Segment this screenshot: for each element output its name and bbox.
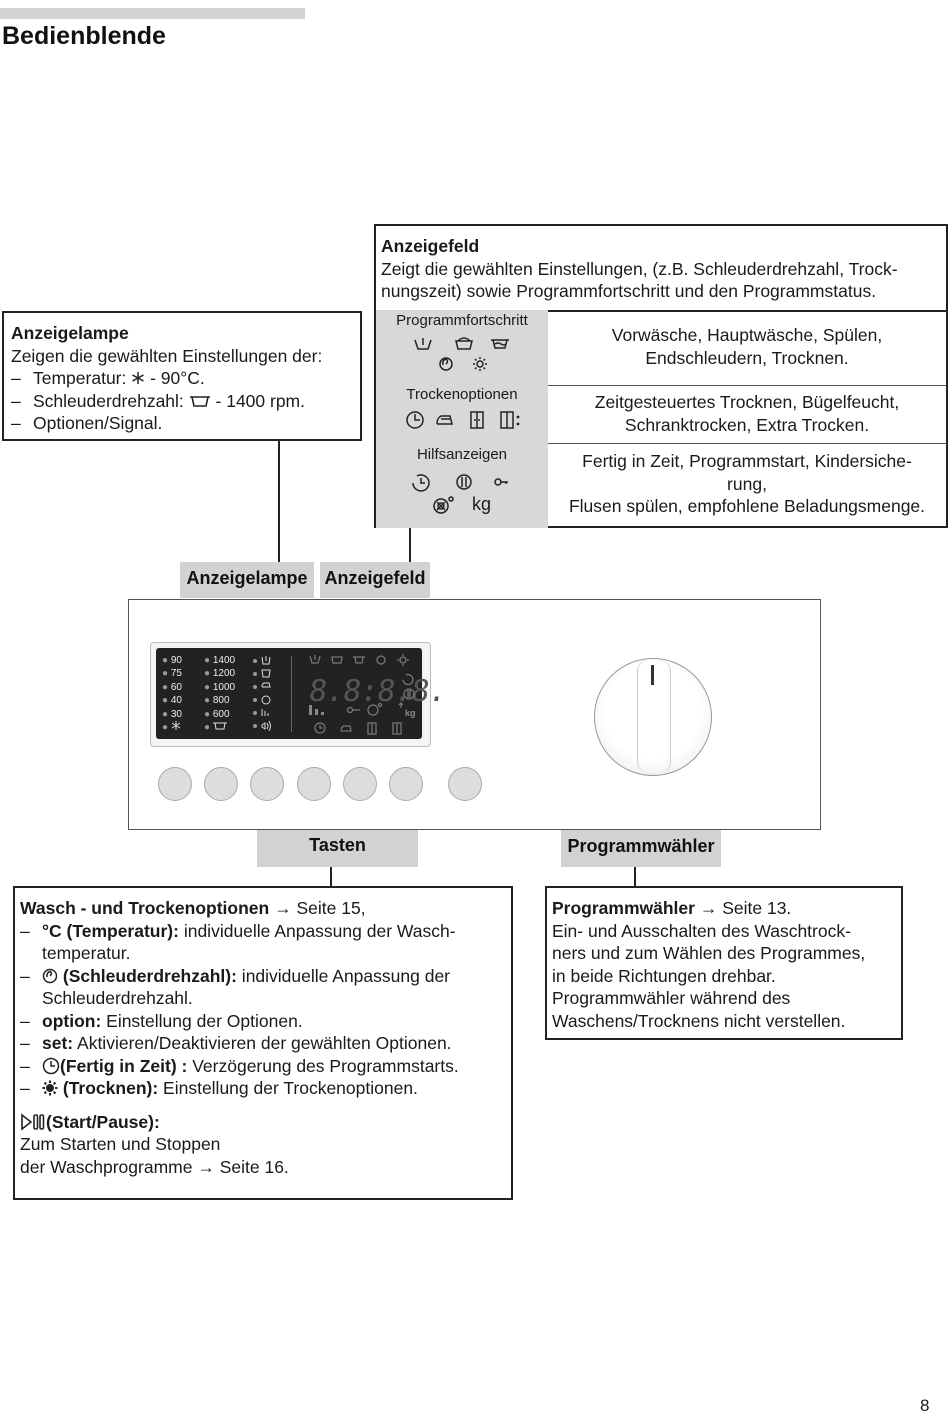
programmwaehler-line: Ein- und Ausschalten des Waschtrock- xyxy=(552,920,851,941)
anzeigefeld-callout-title: Anzeigefeld xyxy=(381,236,480,256)
header-bar xyxy=(0,8,305,19)
arrow-icon: → xyxy=(274,898,292,918)
connector-programmwaehler xyxy=(634,867,636,887)
option-spin-cont: Schleuderdrehzahl. xyxy=(42,988,193,1008)
programmwaehler-line: ners und zum Wählen des Programmes, xyxy=(552,943,866,963)
option-temperature-cont: temperatur. xyxy=(42,943,131,963)
cold-led-icon xyxy=(171,721,181,731)
program-start-icon xyxy=(456,474,472,490)
spin-speed-button[interactable] xyxy=(204,767,238,801)
iron-dry-icon xyxy=(436,415,453,425)
arrow-icon: → xyxy=(699,898,718,918)
optionen-title: Wasch - und Trockenoptionen → Seite 15, xyxy=(20,898,366,918)
start-pause-icon xyxy=(21,1112,45,1131)
prewash-icon xyxy=(414,338,432,350)
program-selector-knob[interactable] xyxy=(594,658,712,776)
arrow-icon: → xyxy=(197,1156,215,1177)
knob-indicator xyxy=(651,665,654,685)
child-lock-icon xyxy=(494,478,508,486)
option-fertig: –(Fertig in Zeit) : Verzögerung des Prog… xyxy=(20,1055,459,1076)
connector-tasten xyxy=(330,867,332,887)
optionen-callout: Wasch - und Trockenoptionen → Seite 15, … xyxy=(13,886,513,1200)
row-label-programmfortschritt: Programmfortschritt xyxy=(396,312,528,329)
set-button[interactable] xyxy=(297,767,331,801)
display-bottom-symbols: kg xyxy=(309,702,416,735)
start-pause-line2: der Waschprogramme → Seite 16. xyxy=(20,1156,289,1177)
anzeigefeld-callout-line1: Zeigt die gewählten Einstellungen, (z.B.… xyxy=(381,258,898,279)
cold-wash-icon xyxy=(132,372,145,384)
display-panel: ● 90 ● 75 ● 60 ● 40 ● 30 ● ● 1400 ● 1200… xyxy=(156,648,448,739)
temperature-leds: ● 90 ● 75 ● 60 ● 40 ● 30 ● xyxy=(162,655,182,734)
row-desc-programmfortschritt: Vorwäsche, Hauptwäsche, Spülen, Endschle… xyxy=(611,325,883,368)
tag-programmwaehler: Programmwähler xyxy=(561,830,721,867)
delay-start-icon xyxy=(412,474,430,492)
connector-anzeigefeld xyxy=(409,528,411,562)
kg-indicator: kg xyxy=(472,494,492,514)
row-desc-trockenoptionen: Zeitgesteuertes Trocknen, Bügelfeucht, S… xyxy=(594,392,900,435)
start-pause-line1: Zum Starten und Stoppen xyxy=(20,1134,221,1154)
temperature-button[interactable] xyxy=(158,767,192,801)
programmwaehler-title: Programmwähler → Seite 13. xyxy=(552,898,792,918)
anzeigelampe-callout-intro: Zeigen die gewählten Einstellungen der: xyxy=(11,345,323,366)
mainwash-icon xyxy=(455,337,473,350)
display-side-symbols xyxy=(402,673,415,700)
rinse-icon xyxy=(491,339,509,349)
spin-icon xyxy=(439,357,453,371)
no-spin-led-icon xyxy=(212,722,227,730)
dry-icon xyxy=(473,357,487,371)
connector-anzeigelampe xyxy=(278,440,280,562)
page-title: Bedienblende xyxy=(2,22,166,50)
dry-button[interactable] xyxy=(389,767,423,801)
drying-option-icons xyxy=(406,411,520,429)
lint-rinse-icon xyxy=(433,496,454,514)
sun-dry-icon xyxy=(42,1080,58,1096)
anzeigelampe-callout: Anzeigelampe Zeigen die gewählten Einste… xyxy=(2,311,362,441)
row-desc-hilfsanzeigen: Fertig in Zeit, Programmstart, Kindersic… xyxy=(568,451,926,516)
tag-anzeigelampe: Anzeigelampe xyxy=(180,562,314,598)
tub-icon xyxy=(189,395,210,407)
programmwaehler-line: in beide Richtungen drehbar. xyxy=(552,965,776,986)
spin-speed-leds: ● 1400 ● 1200 ● 1000 ● 800 ● 600 ● xyxy=(204,655,236,734)
clock-icon xyxy=(42,1057,60,1074)
spin-icon xyxy=(42,968,58,983)
anzeigelampe-item-spin: –Schleuderdrehzahl: - 1400 rpm. xyxy=(11,390,306,411)
auxiliary-icons xyxy=(412,474,508,514)
progress-icons xyxy=(414,337,509,371)
timed-dry-icon xyxy=(406,411,424,429)
programmwaehler-line: Programmwähler während des xyxy=(552,988,791,1008)
option-option: –option: Einstellung der Optionen. xyxy=(20,1010,303,1031)
finish-in-button[interactable] xyxy=(343,767,377,801)
anzeigefeld-callout: Anzeigefeld Zeigt die gewählten Einstell… xyxy=(374,224,948,528)
start-pause-button[interactable] xyxy=(448,767,482,801)
anzeigefeld-symbol-column xyxy=(376,310,548,528)
option-dry: – (Trocknen): Einstellung der Trockenopt… xyxy=(20,1078,418,1098)
option-set: –set: Aktivieren/Deaktivieren der gewähl… xyxy=(20,1033,452,1053)
control-panel: ● 90 ● 75 ● 60 ● 40 ● 30 ● ● 1400 ● 1200… xyxy=(128,599,821,830)
display-progress-symbols xyxy=(309,654,409,666)
row-label-hilfsanzeigen: Hilfsanzeigen xyxy=(416,446,508,463)
option-button[interactable] xyxy=(250,767,284,801)
tag-tasten: Tasten xyxy=(257,830,418,867)
start-pause-title: (Start/Pause): xyxy=(20,1111,511,1134)
anzeigelampe-callout-title: Anzeigelampe xyxy=(11,323,129,343)
tag-anzeigefeld: Anzeigefeld xyxy=(320,562,430,598)
programmwaehler-line: Waschens/Trocknens nicht verstellen. xyxy=(552,1010,846,1031)
option-spin: – (Schleuderdrehzahl): individuelle Anpa… xyxy=(20,965,451,986)
anzeigelampe-item-temperature: –Temperatur: - 90°C. xyxy=(11,368,205,388)
anzeigelampe-item-options: –Optionen/Signal. xyxy=(11,413,163,433)
option-leds xyxy=(253,656,271,732)
anzeigefeld-callout-line2: nungszeit) sowie Programmfortschritt und… xyxy=(381,281,877,301)
svg-text:kg: kg xyxy=(405,708,416,718)
option-temperature: –°C (Temperatur): individuelle Anpassung… xyxy=(20,920,456,941)
programmwaehler-callout: Programmwähler → Seite 13. Ein- und Auss… xyxy=(545,886,903,1040)
page-number: 8 xyxy=(920,1396,930,1415)
row-label-trockenoptionen: Trockenoptionen xyxy=(406,386,518,403)
